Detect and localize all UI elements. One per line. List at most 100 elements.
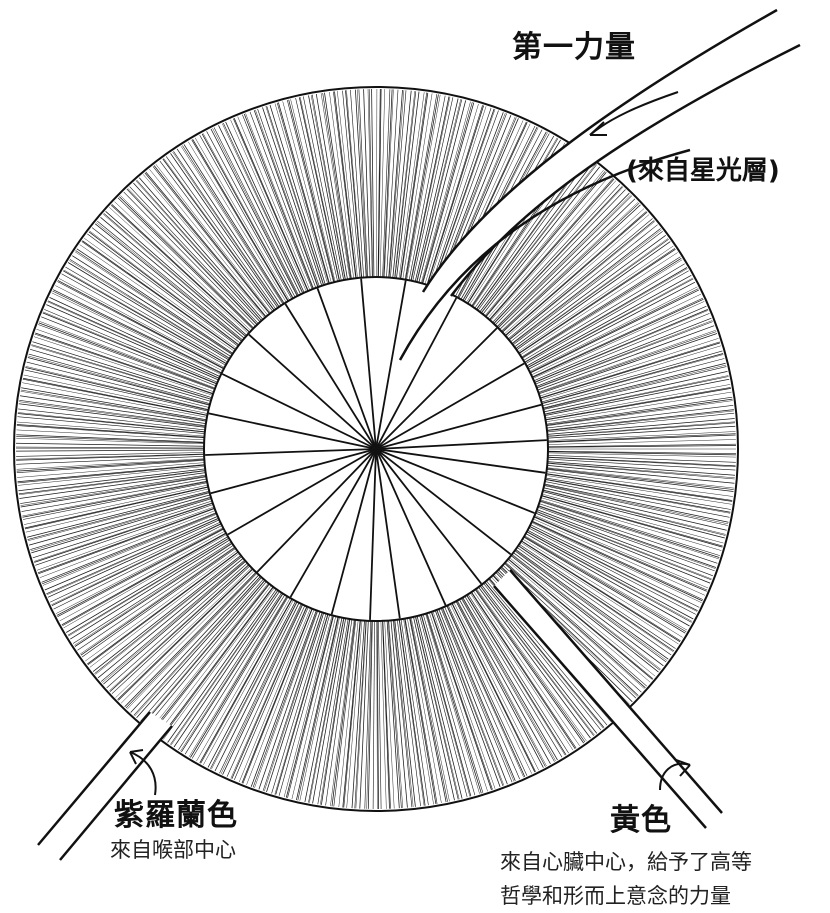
hatch-line — [231, 606, 308, 780]
hatch-line — [63, 534, 227, 629]
hatch-line — [544, 376, 729, 415]
hatch-line — [429, 612, 488, 792]
hatch-line — [94, 556, 242, 674]
inner-spokes — [205, 278, 547, 620]
hatch-line — [534, 309, 708, 383]
hatch-line — [321, 618, 351, 805]
hatch-line — [150, 582, 269, 730]
hatch-line — [547, 433, 736, 442]
hatch-line — [94, 223, 243, 342]
hatch-line — [409, 617, 447, 803]
hatch-line — [331, 619, 356, 807]
hatch-line — [105, 211, 248, 336]
hatch-line — [19, 400, 206, 426]
hatch-line — [546, 473, 733, 502]
violet-arrow-shaft — [129, 751, 157, 796]
hatch-line — [499, 198, 636, 330]
hatch-line — [308, 617, 344, 803]
hatch-line — [529, 288, 699, 373]
hatch-line — [392, 90, 412, 278]
hatch-line — [266, 612, 325, 793]
hatch-line — [211, 601, 298, 770]
hatch-line — [36, 506, 215, 571]
hatch-line — [57, 528, 224, 617]
hatch-line — [543, 362, 726, 409]
hatch-line — [546, 398, 733, 426]
hatch-line — [505, 211, 647, 336]
hatch-line — [527, 277, 693, 368]
hatch-line — [545, 391, 732, 423]
hatch-line — [18, 408, 206, 431]
hatch-line — [547, 445, 737, 448]
hatch-line — [120, 570, 255, 704]
hatch-line — [481, 584, 598, 734]
hatch-line — [540, 342, 721, 399]
hatch-line — [288, 99, 335, 283]
hatch-line — [545, 388, 731, 421]
hatch-line — [303, 96, 342, 281]
hatch-line — [39, 510, 216, 578]
hatch-line — [88, 231, 240, 346]
hatch-line — [89, 553, 240, 668]
hatch-line — [146, 581, 267, 727]
hatch-line — [531, 293, 702, 376]
hatch-line — [382, 89, 391, 278]
hatch-line — [200, 599, 293, 764]
hatch-line — [119, 196, 254, 329]
hatch-line — [504, 563, 645, 689]
hatch-line — [16, 424, 205, 438]
hatch-line — [456, 600, 546, 767]
hatch-line — [545, 384, 731, 419]
hatch-line — [415, 616, 460, 800]
center-point — [371, 444, 381, 454]
hatch-line — [510, 224, 658, 343]
hatch-line — [517, 245, 674, 353]
hatch-line — [533, 516, 707, 592]
hatch-line — [184, 594, 286, 755]
hatch-line — [21, 478, 207, 512]
hatch-line — [26, 361, 210, 408]
hatch-line — [32, 500, 213, 559]
hatch-line — [38, 508, 215, 575]
hatch-line — [545, 478, 731, 513]
hatch-line — [505, 211, 648, 337]
hatch-line — [38, 324, 215, 390]
hatch-line — [136, 179, 262, 321]
hatch-line — [510, 555, 659, 673]
hatch-line — [537, 506, 715, 572]
hatch-line — [514, 550, 667, 663]
hatch-line — [496, 192, 630, 328]
hatch-line — [106, 562, 248, 689]
hatch-line — [16, 453, 205, 460]
hatch-line — [16, 456, 205, 465]
hatch-line — [485, 172, 607, 318]
hatch-line — [207, 600, 297, 768]
hatch-line — [295, 98, 338, 282]
hatch-line — [152, 583, 270, 732]
hatch-line — [173, 591, 280, 748]
hatch-line — [447, 604, 528, 776]
hatch-line — [402, 93, 433, 280]
hatch-line — [515, 239, 669, 350]
hatch-line — [505, 562, 647, 687]
hatch-line — [545, 479, 731, 514]
hatch-line — [250, 610, 317, 787]
hatch-line — [419, 615, 468, 798]
hatch-line — [39, 321, 216, 389]
hatch-line — [524, 535, 688, 631]
hatch-line — [276, 102, 330, 284]
hatch-line — [214, 602, 300, 772]
hatch-line — [249, 111, 317, 289]
hatch-line — [540, 497, 722, 551]
hatch-line — [483, 583, 602, 731]
spoke-line — [375, 327, 498, 450]
hatch-line — [33, 336, 213, 396]
hatch-line — [85, 550, 238, 662]
hatch-line — [547, 425, 736, 439]
hatch-line — [516, 241, 671, 351]
hatch-line — [42, 312, 217, 385]
hatch-line — [536, 321, 713, 389]
hatch-line — [117, 197, 253, 330]
hatch-line — [135, 180, 262, 322]
